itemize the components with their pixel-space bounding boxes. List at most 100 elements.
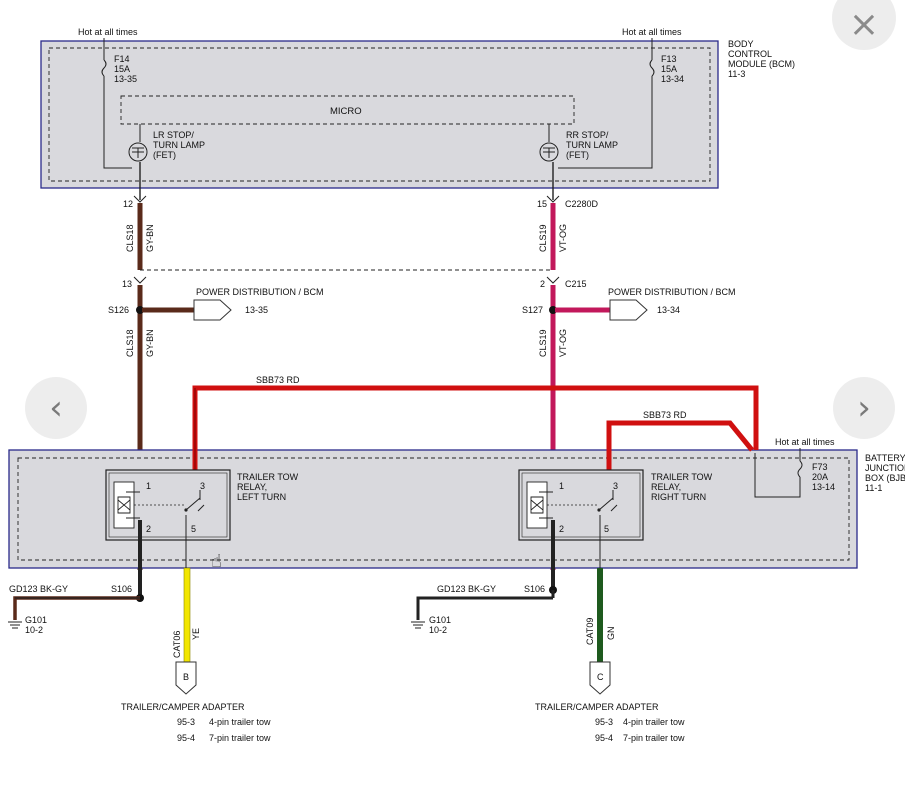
s106-right-label: S106 (524, 584, 545, 594)
lr-fet-icon (128, 142, 148, 162)
bjb-title-3: BOX (BJB) (865, 473, 905, 483)
g101-right-label: G101 (429, 615, 451, 625)
connector-chevron-icon (133, 276, 147, 284)
fuse-f14-icon (101, 59, 107, 77)
ground-left-icon (8, 621, 22, 629)
relay-left-title-2: RELAY, (237, 482, 267, 492)
s126-label: S126 (108, 305, 129, 315)
lr-lamp-3: (FET) (153, 150, 176, 160)
relay-right-title-3: RIGHT TURN (651, 492, 706, 502)
wire-cls19-lower (550, 285, 556, 570)
s127-label: S127 (522, 305, 543, 315)
relay-left-title-1: TRAILER TOW (237, 472, 299, 482)
adapter-left-ref-1-text: 4-pin trailer tow (209, 717, 271, 727)
cls18-lower-label: CLS18 (125, 329, 135, 357)
relay-right-pin-3: 3 (613, 481, 618, 491)
relay-right-coil-icon (530, 496, 544, 514)
lr-lamp-2: TURN LAMP (153, 140, 205, 150)
f73-amps: 20A (812, 472, 828, 482)
g101-right-ref: 10-2 (429, 625, 447, 635)
previous-image-button[interactable]: ‹ (25, 377, 87, 439)
adapter-left-title: TRAILER/CAMPER ADAPTER (121, 702, 245, 712)
chevron-right-icon: › (857, 388, 871, 428)
f14-ref: 13-35 (114, 74, 137, 84)
wire-sbb73-lower (606, 420, 754, 510)
wire-cls18-lower (137, 285, 143, 570)
gn-label: GN (606, 627, 616, 641)
adapter-right-ref-2-text: 7-pin trailer tow (623, 733, 685, 743)
power-dist-left-label: POWER DISTRIBUTION / BCM (196, 287, 324, 297)
wire-cls19-upper (550, 203, 556, 270)
lr-lamp-1: LR STOP/ (153, 130, 194, 140)
close-icon: × (848, 3, 880, 45)
connector-chevron-icon (546, 195, 560, 203)
hot-label-right: Hot at all times (622, 27, 682, 37)
rr-lamp-1: RR STOP/ (566, 130, 609, 140)
sbb73-upper-label: SBB73 RD (256, 375, 300, 385)
bjb-inner-dashed (17, 457, 850, 561)
power-dist-right-label: POWER DISTRIBUTION / BCM (608, 287, 736, 297)
gybn-upper-label: GY-BN (145, 224, 155, 252)
adapter-c-connector-icon (589, 661, 611, 695)
adapter-right-ref-1-text: 4-pin trailer tow (623, 717, 685, 727)
relay-left-pin-1: 1 (146, 481, 151, 491)
pin-2: 2 (540, 279, 545, 289)
gd123-right-label: GD123 BK-GY (437, 584, 496, 594)
relay-left-pin-5: 5 (191, 524, 196, 534)
wire-cls18-upper (137, 203, 143, 270)
wire-gd123-right (416, 596, 553, 620)
vtog-upper-label: VT-OG (558, 224, 568, 252)
relay-right-switch-icon (598, 490, 618, 512)
rr-lamp-2: TURN LAMP (566, 140, 618, 150)
adapter-right-title: TRAILER/CAMPER ADAPTER (535, 702, 659, 712)
relay-right-title-1: TRAILER TOW (651, 472, 713, 482)
sbb73-lower-label: SBB73 RD (643, 410, 687, 420)
adapter-b-connector-icon (175, 661, 197, 695)
relay-right-title-2: RELAY, (651, 482, 681, 492)
rr-fet-icon (539, 142, 559, 162)
pin-13: 13 (122, 279, 132, 289)
relay-left-pin-2: 2 (146, 524, 151, 534)
close-button[interactable]: × (832, 0, 896, 50)
fuse-f73-icon (797, 460, 803, 478)
cat06-label: CAT06 (172, 631, 182, 658)
power-dist-left-arrow-icon (193, 299, 232, 321)
f13-ref: 13-34 (661, 74, 684, 84)
cls18-upper-label: CLS18 (125, 224, 135, 252)
pin-15: 15 (537, 199, 547, 209)
bcm-module-box (40, 40, 719, 189)
gybn-lower-label: GY-BN (145, 329, 155, 357)
connector-chevron-icon (133, 195, 147, 203)
f73-ref: 13-14 (812, 482, 835, 492)
f73-label: F73 (812, 462, 828, 472)
bcm-title-4: 11-3 (728, 69, 745, 79)
g101-left-label: G101 (25, 615, 47, 625)
relay-right-pin-1: 1 (559, 481, 564, 491)
bcm-title-2: CONTROL (728, 49, 772, 59)
relay-left-coil-icon (117, 496, 131, 514)
micro-label: MICRO (330, 106, 362, 117)
adapter-c-pin: C (597, 672, 604, 682)
f13-label: F13 (661, 54, 677, 64)
fuse-f13-icon (649, 59, 655, 77)
rr-lamp-3: (FET) (566, 150, 589, 160)
f14-label: F14 (114, 54, 130, 64)
adapter-b-pin: B (183, 672, 189, 682)
adapter-right-ref-2-num: 95-4 (595, 733, 613, 743)
hot-label-left: Hot at all times (78, 27, 138, 37)
adapter-right-ref-1-num: 95-3 (595, 717, 613, 727)
vtog-lower-label: VT-OG (558, 329, 568, 357)
ground-right-icon (411, 621, 425, 629)
ye-label: YE (191, 628, 201, 640)
bjb-title-4: 11-1 (865, 483, 882, 493)
connector-chevron-icon (546, 276, 560, 284)
pin-12: 12 (123, 199, 133, 209)
micro-box (120, 95, 575, 125)
gd123-left-label: GD123 BK-GY (9, 584, 68, 594)
relay-left-title-3: LEFT TURN (237, 492, 286, 502)
g101-left-ref: 10-2 (25, 625, 43, 635)
chevron-left-icon: ‹ (49, 388, 63, 428)
c215-label: C215 (565, 279, 587, 289)
relay-left-pin-3: 3 (200, 481, 205, 491)
next-image-button[interactable]: › (833, 377, 895, 439)
